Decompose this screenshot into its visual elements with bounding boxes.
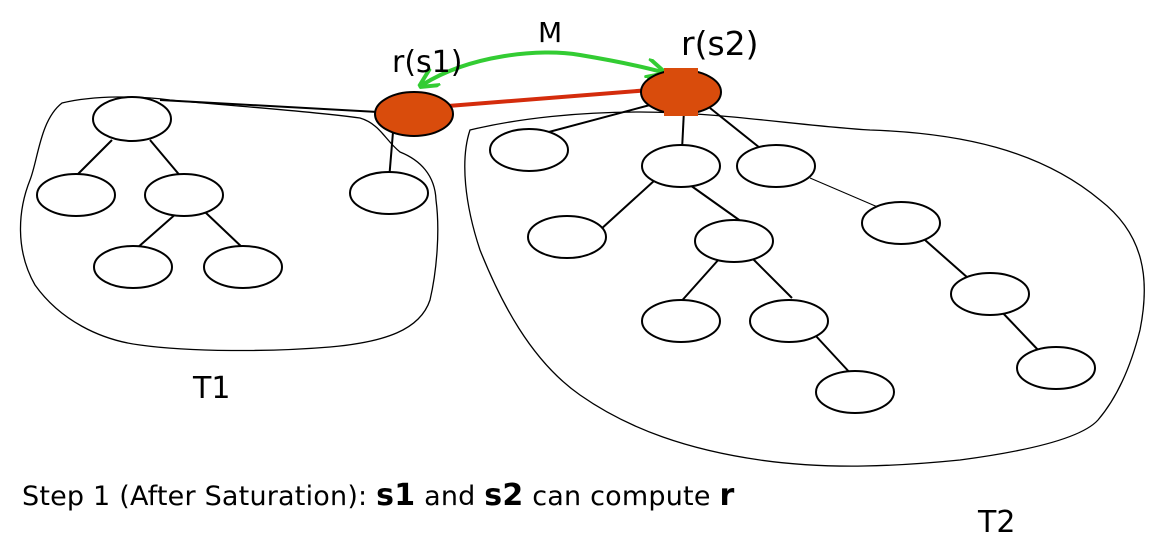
message-arrow [422, 50, 662, 85]
caption-r: r [719, 478, 735, 513]
label-r-s2: r(s2) [681, 24, 759, 63]
t1-node-left [36, 173, 116, 217]
root-node-r-s2-marker-top [664, 68, 698, 74]
label-message: M [538, 16, 562, 49]
edge-t2-chain2-to-chain3 [999, 309, 1041, 353]
edge-r-s2-to-left [544, 104, 651, 134]
caption: Step 1 (After Saturation): s1 and s2 can… [22, 478, 734, 513]
t2-node-bottomleaf [815, 370, 895, 414]
edge-t2-mid-to-center [689, 184, 743, 223]
edge-t1-top-to-mid [149, 139, 183, 179]
t2-node-chain1 [861, 201, 941, 245]
root-node-r-s1 [374, 91, 454, 137]
edge-t2-center-to-right [751, 257, 793, 299]
t2-node-centerright [749, 299, 829, 343]
label-tree2: T2 [977, 505, 1015, 540]
edge-t2-chain1-to-chain2 [924, 239, 969, 279]
tree2-edges [544, 104, 1041, 376]
tree1-nodes [36, 96, 429, 289]
t2-node-midleft [527, 215, 607, 259]
edge-t2-center-to-left [677, 257, 721, 306]
t1-node-mid [144, 173, 224, 217]
t2-node-chain3 [1016, 346, 1096, 390]
root-node-r-s2 [640, 69, 722, 115]
t2-node-chain2 [950, 272, 1030, 316]
edge-r-s2-to-mid [681, 109, 685, 151]
edge-t1-root-to-r-s1 [159, 99, 379, 113]
edge-t2-right-to-chain1 [809, 177, 881, 209]
t1-node-r-s1-child [349, 171, 429, 215]
edge-t2-cr-to-leaf [814, 334, 853, 376]
t2-node-center [694, 219, 774, 263]
root-link [447, 88, 651, 108]
edge-t2-mid-to-left [599, 179, 656, 231]
edge-r-s2-to-right [709, 107, 766, 153]
edge-t1-mid-to-rightleaf [204, 211, 246, 251]
tree1-edges [71, 99, 394, 257]
caption-s2: s2 [484, 478, 524, 513]
tree2-boundary [464, 111, 1145, 467]
label-r-s1: r(s1) [392, 45, 462, 80]
caption-s1: s1 [376, 478, 416, 513]
t1-node-top [92, 96, 172, 142]
t2-node-right [736, 144, 816, 188]
caption-and: and [424, 481, 476, 512]
t2-node-left [489, 128, 569, 172]
t2-node-mid [641, 144, 721, 188]
root-node-r-s2-marker-bottom [664, 110, 698, 116]
tree2-nodes [489, 128, 1096, 414]
t2-node-centerleft [641, 299, 721, 343]
t1-node-rightleaf [203, 245, 283, 289]
caption-prefix: Step 1 (After Saturation): [22, 481, 368, 512]
caption-middle: can compute [532, 481, 711, 512]
t1-node-leftleaf [93, 245, 173, 289]
tree1-boundary [19, 96, 439, 352]
label-tree1: T1 [192, 371, 230, 406]
